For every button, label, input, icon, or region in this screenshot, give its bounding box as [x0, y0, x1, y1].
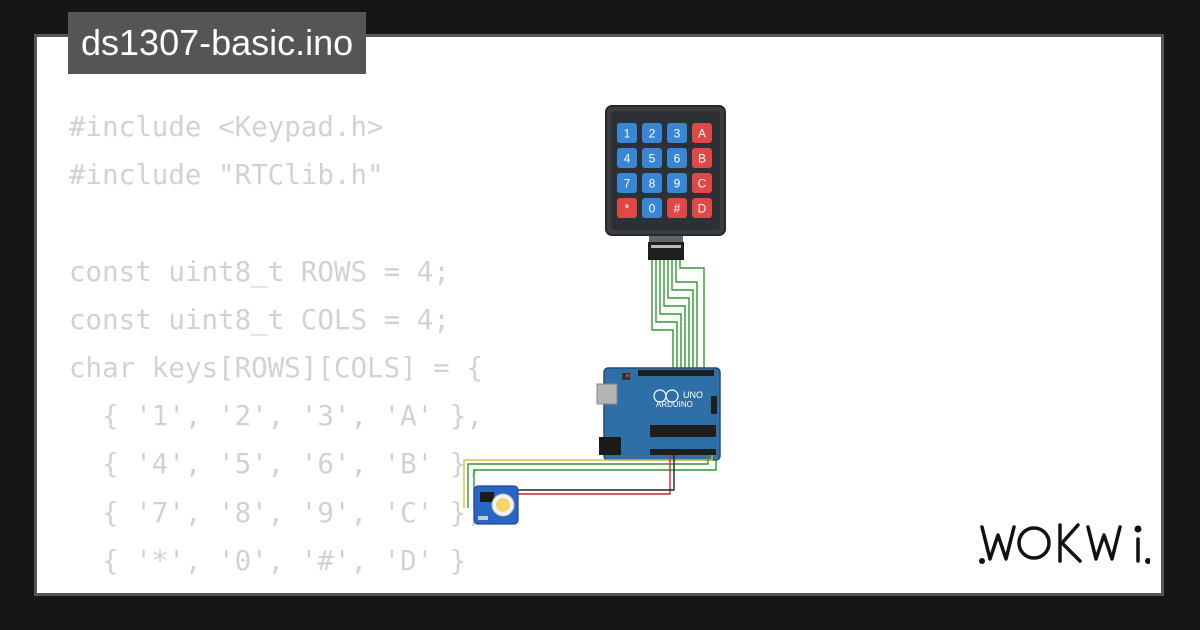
keypad-key-label: 8 [649, 177, 656, 191]
code-line: char keys[ROWS][COLS] = { [69, 352, 483, 385]
code-line: { '1', '2', '3', 'A' }, [69, 400, 483, 433]
arduino-brand-label: ARDUINO [656, 400, 693, 409]
keypad-key-B[interactable]: B [692, 148, 712, 168]
keypad-key-6[interactable]: 6 [667, 148, 687, 168]
keypad-key-7[interactable]: 7 [617, 173, 637, 193]
code-line: { '7', '8', '9', 'C' }, [69, 496, 483, 529]
keypad-key-label: 9 [674, 177, 681, 191]
keypad-key-4[interactable]: 4 [617, 148, 637, 168]
arduino-uno-board[interactable]: ARDUINO UNO [596, 367, 721, 461]
keypad-key-A[interactable]: A [692, 123, 712, 143]
code-line: { '4', '5', '6', 'B' }, [69, 448, 483, 481]
keypad-key-label: 7 [624, 177, 631, 191]
keypad-key-*[interactable]: * [617, 198, 637, 218]
keypad-key-label: C [698, 177, 707, 191]
keypad-keys: 1 2 3 A 4 5 6 B 7 8 9 C * 0 # D [617, 123, 712, 218]
keypad-connector [648, 236, 684, 260]
keypad-key-label: 5 [649, 152, 656, 166]
wokwi-logo-mark [979, 523, 1151, 564]
keypad-key-label: 6 [674, 152, 681, 166]
keypad-key-C[interactable]: C [692, 173, 712, 193]
keypad-key-#[interactable]: # [667, 198, 687, 218]
keypad-key-label: # [674, 202, 681, 216]
keypad-wires [651, 260, 705, 370]
keypad-key-2[interactable]: 2 [642, 123, 662, 143]
code-line: #include <Keypad.h> [69, 111, 384, 143]
code-line: const uint8_t COLS = 4; [69, 303, 450, 336]
keypad-key-label: A [698, 127, 706, 141]
keypad-key-1[interactable]: 1 [617, 123, 637, 143]
sketch-filename-tab[interactable]: ds1307-basic.ino [68, 12, 367, 74]
keypad-key-0[interactable]: 0 [642, 198, 662, 218]
code-line: { '*', '0', '#', 'D' } [69, 544, 467, 577]
code-line: const uint8_t ROWS = 4; [69, 255, 450, 288]
code-listing: #include <Keypad.h> #include "RTClib.h" c… [69, 103, 483, 593]
keypad-key-8[interactable]: 8 [642, 173, 662, 193]
keypad-key-label: * [625, 202, 630, 216]
keypad-key-label: D [698, 202, 707, 216]
preview-frame: #include <Keypad.h> #include "RTClib.h" c… [34, 34, 1164, 596]
keypad-key-9[interactable]: 9 [667, 173, 687, 193]
keypad-key-label: 3 [674, 127, 681, 141]
keypad-4x4[interactable]: 1 2 3 A 4 5 6 B 7 8 9 C * 0 # D [605, 105, 726, 236]
ds1307-rtc-module[interactable] [473, 485, 519, 525]
keypad-key-5[interactable]: 5 [642, 148, 662, 168]
keypad-key-label: 2 [649, 127, 656, 141]
code-line: #include "RTClib.h" [69, 159, 384, 192]
keypad-key-label: B [698, 152, 706, 166]
keypad-key-label: 0 [649, 202, 656, 216]
keypad-key-3[interactable]: 3 [667, 123, 687, 143]
keypad-key-D[interactable]: D [692, 198, 712, 218]
arduino-model-label: UNO [683, 390, 703, 400]
keypad-key-label: 4 [624, 152, 631, 166]
wokwi-logo [978, 517, 1151, 574]
keypad-key-label: 1 [624, 127, 631, 141]
